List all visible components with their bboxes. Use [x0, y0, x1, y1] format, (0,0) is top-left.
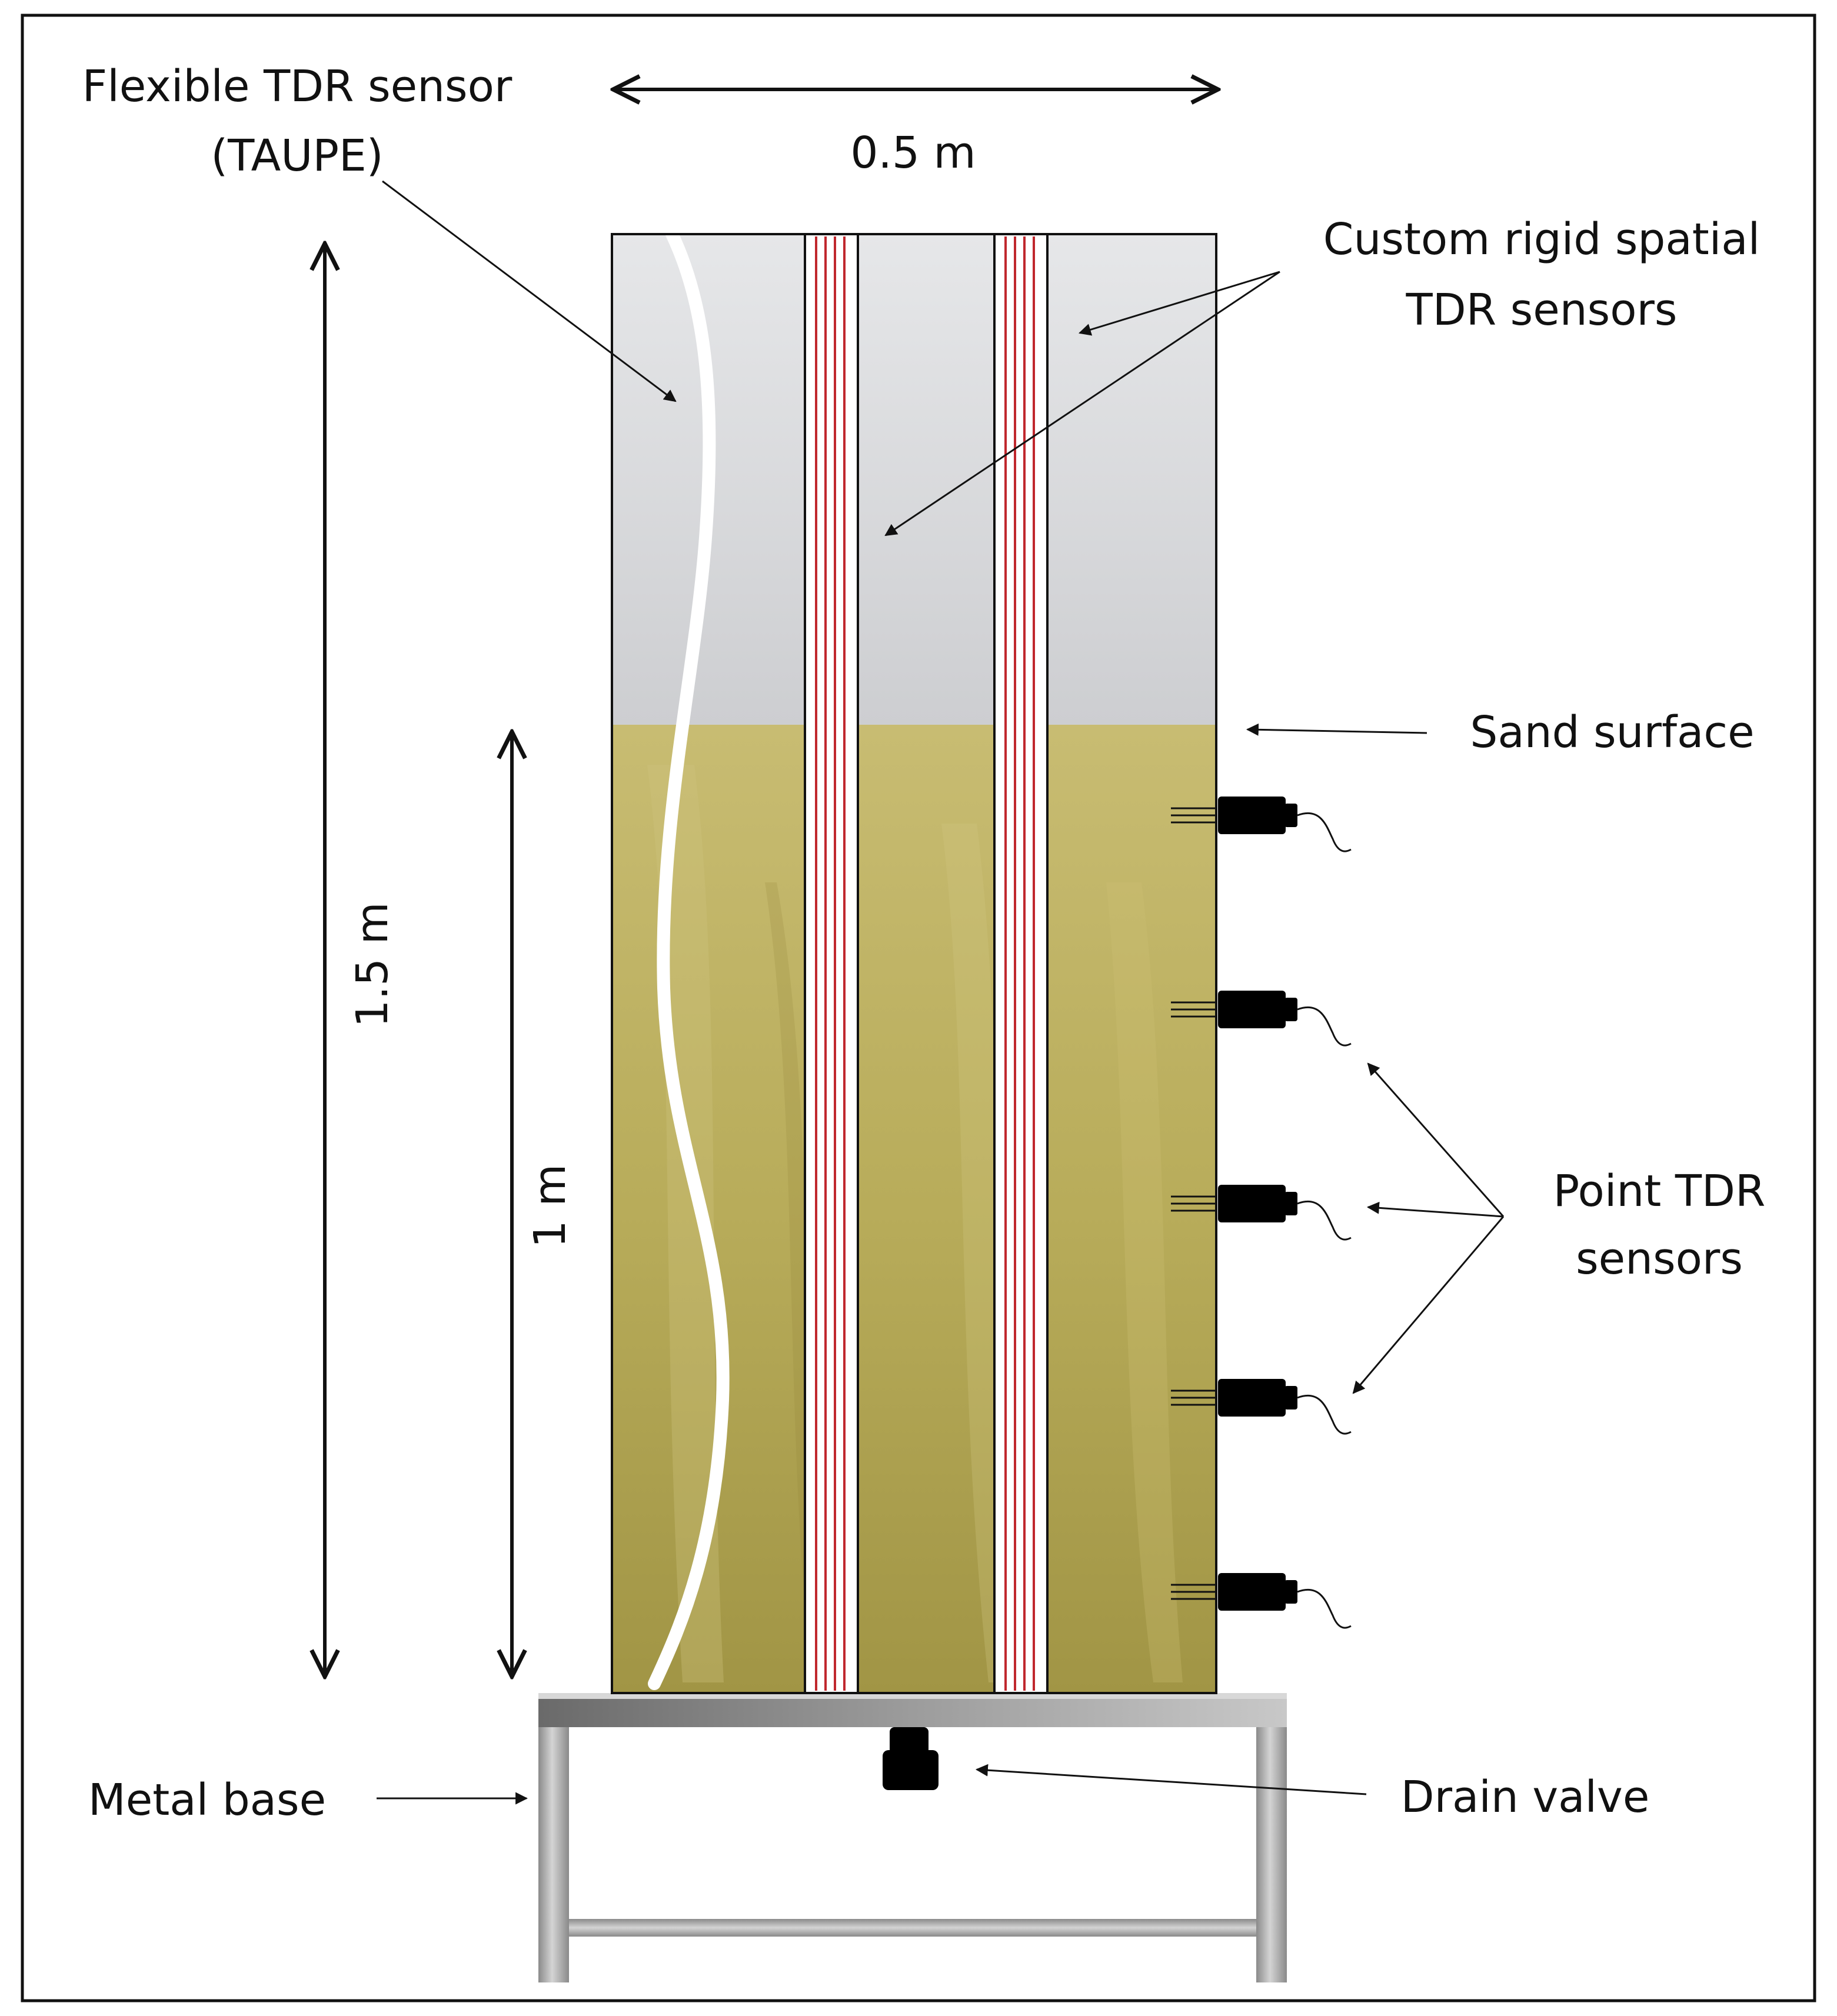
point-sensor-pointer-3: [1352, 1216, 1505, 1394]
width-dimension-label: 0.5 m: [850, 128, 976, 178]
point-sensor-cap: [1284, 998, 1297, 1021]
drain-valve: [883, 1727, 939, 1790]
point-sensor-cap: [1284, 804, 1297, 827]
point-sensors-label-line2: sensors: [1576, 1234, 1743, 1284]
point-tdr-sensor: [1171, 991, 1352, 1047]
sand-texture-streak: [1106, 882, 1183, 1682]
drain-valve-pointer: [975, 1764, 1367, 1795]
drain-valve-body: [883, 1750, 939, 1790]
point-sensor-cap: [1284, 1386, 1297, 1409]
point-sensor-cable: [1297, 1200, 1352, 1241]
point-sensor-body: [1218, 1379, 1286, 1417]
flexible-tdr-sensor: [648, 228, 730, 1690]
base-top-plate-rim: [538, 1693, 1287, 1699]
point-tdr-sensor: [1171, 1185, 1352, 1241]
rigid-sensors-label-line1: Custom rigid spatial: [1323, 214, 1760, 265]
flexible-sensor-pointer: [382, 180, 677, 402]
height-total-label: 1.5 m: [347, 902, 398, 1027]
base-crossbar: [569, 1919, 1256, 1937]
sand-surface-pointer: [1246, 723, 1427, 736]
point-sensor-pointer-1: [1367, 1062, 1505, 1217]
metal-base: [538, 1693, 1287, 1982]
base-leg-right: [1256, 1727, 1287, 1982]
rigid-rod-body: [804, 233, 859, 1694]
point-tdr-sensor: [1171, 1379, 1352, 1435]
flexible-sensor-label-line1: Flexible TDR sensor: [82, 61, 513, 112]
column: [611, 228, 1217, 1694]
figure-border: [21, 14, 1816, 2002]
point-sensor-cable: [1297, 1006, 1352, 1047]
base-leg-left: [538, 1727, 569, 1982]
point-tdr-sensors: [1171, 797, 1352, 1629]
height-sand-label: 1 m: [525, 1164, 575, 1248]
point-sensor-cable: [1297, 1588, 1352, 1629]
rigid-tdr-sensor-1: [804, 233, 859, 1694]
point-sensor-pointer-2: [1366, 1201, 1504, 1218]
point-sensor-cap: [1284, 1192, 1297, 1215]
point-sensor-body: [1218, 1573, 1286, 1611]
point-sensor-body: [1218, 797, 1286, 834]
rigid-sensor-pointer-2: [884, 271, 1280, 537]
point-sensors-label-line1: Point TDR: [1553, 1166, 1766, 1217]
drain-valve-neck: [890, 1727, 929, 1754]
column-outline: [611, 233, 1217, 1694]
rigid-sensor-pointer-1: [1078, 271, 1280, 336]
point-sensor-body: [1218, 1185, 1286, 1222]
point-sensor-body: [1218, 991, 1286, 1028]
point-sensor-cap: [1284, 1580, 1297, 1604]
point-tdr-sensor: [1171, 1573, 1352, 1629]
point-tdr-sensor: [1171, 797, 1352, 852]
metal-base-label: Metal base: [88, 1775, 326, 1825]
sand-surface-label: Sand surface: [1470, 707, 1754, 758]
point-sensor-cable: [1297, 1394, 1352, 1435]
flexible-sensor-label-line2: (TAUPE): [211, 131, 383, 181]
point-sensor-cable: [1297, 812, 1352, 852]
rigid-rod-body: [993, 233, 1049, 1694]
rigid-sensors-label-line2: TDR sensors: [1406, 285, 1678, 335]
rigid-tdr-sensor-2: [993, 233, 1049, 1694]
drain-valve-label: Drain valve: [1401, 1772, 1650, 1822]
